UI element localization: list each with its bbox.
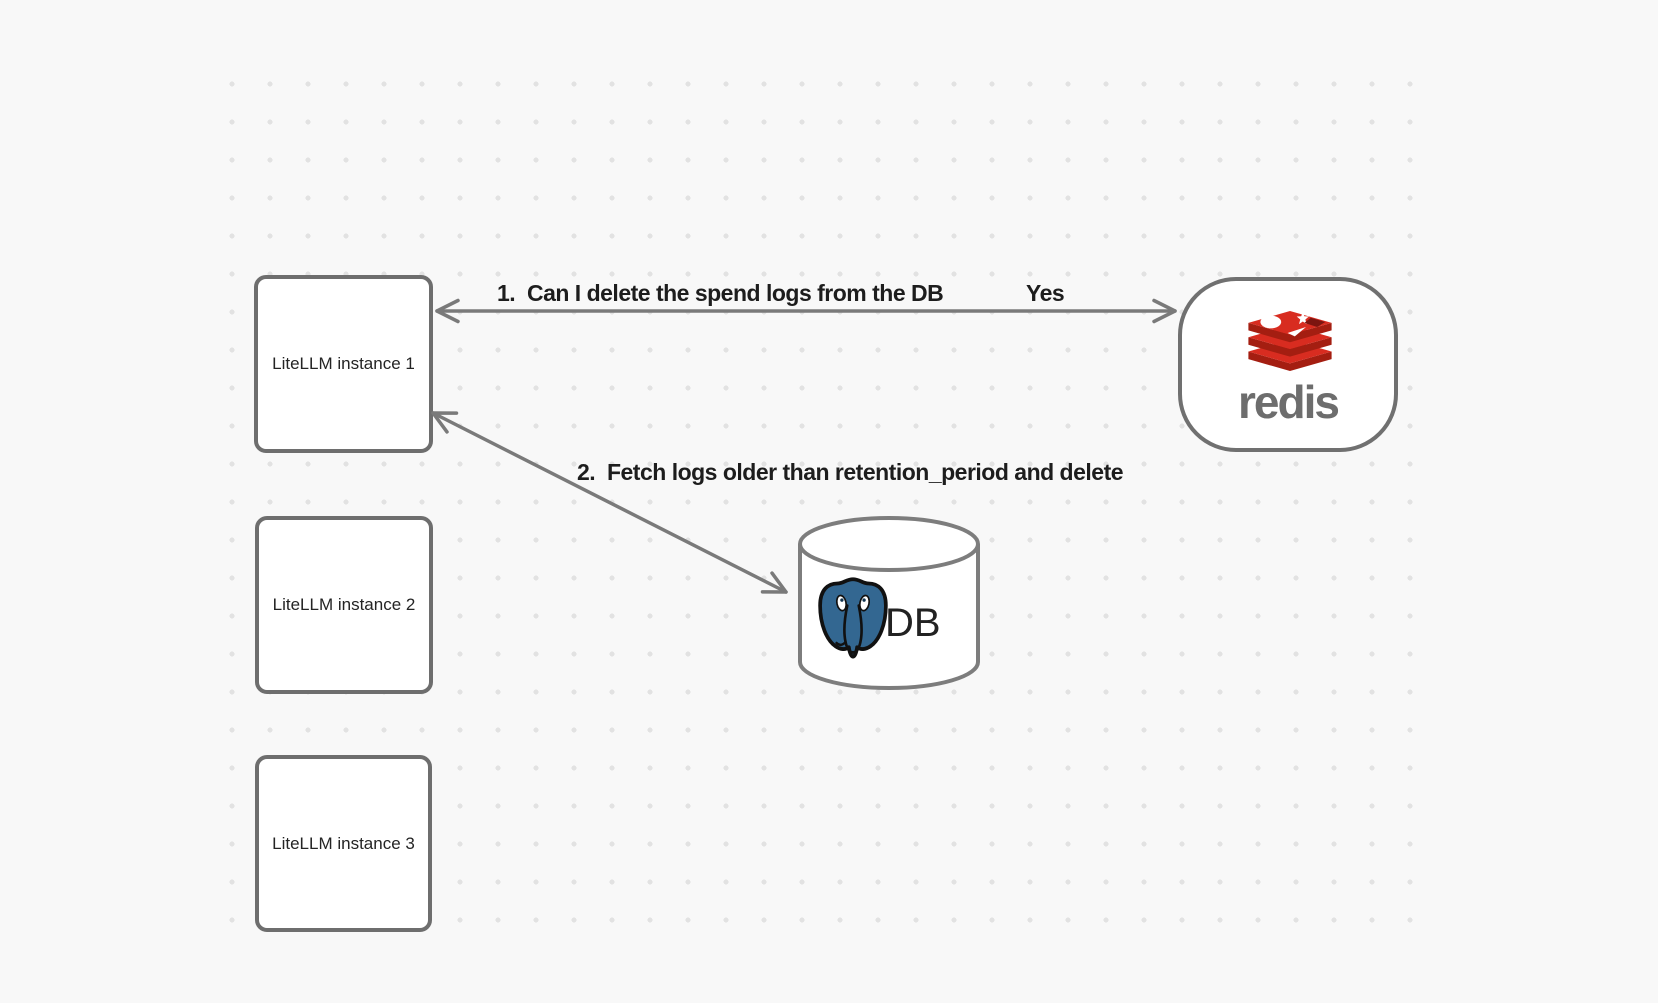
arrow-instance1-db[interactable]: [431, 411, 788, 594]
redis-stack-icon: [1248, 311, 1332, 371]
node-litellm-instance-1[interactable]: LiteLLM instance 1: [254, 275, 433, 453]
arrow-instance1-redis[interactable]: [435, 298, 1177, 324]
postgresql-elephant-icon: [818, 577, 888, 659]
edge1-answer-label[interactable]: Yes: [1026, 280, 1065, 306]
edge1-label[interactable]: 1. Can I delete the spend logs from the …: [497, 280, 944, 306]
db-cylinder-label: DB: [885, 601, 941, 645]
node-litellm-instance-3-label: LiteLLM instance 3: [272, 833, 415, 853]
edge2-label[interactable]: 2. Fetch logs older than retention_perio…: [577, 459, 1124, 485]
node-litellm-instance-2[interactable]: LiteLLM instance 2: [255, 516, 433, 694]
node-litellm-instance-2-label: LiteLLM instance 2: [272, 595, 416, 614]
node-litellm-instance-3[interactable]: LiteLLM instance 3: [255, 755, 432, 932]
redis-wordmark: redis: [1238, 376, 1340, 428]
node-litellm-instance-1-label: LiteLLM instance 1: [272, 354, 415, 373]
